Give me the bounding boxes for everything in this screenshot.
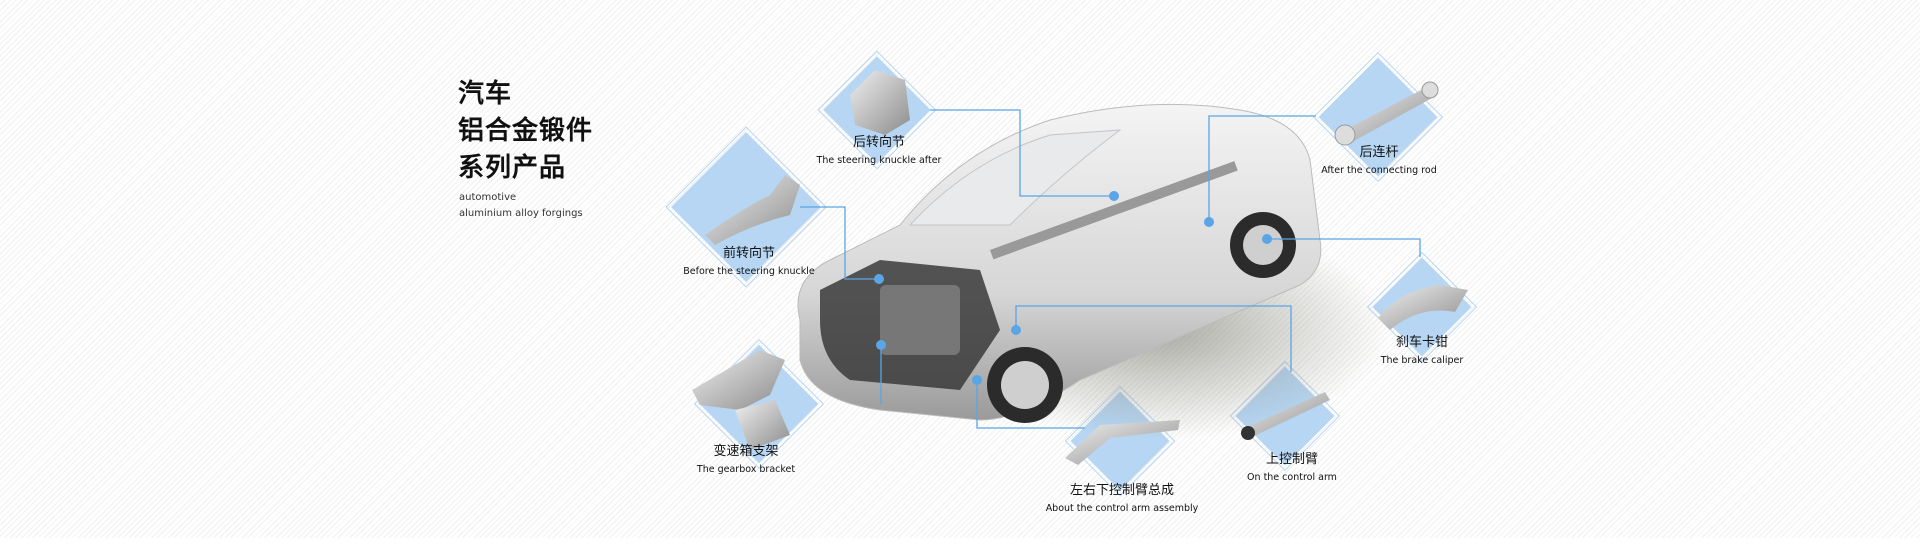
part-name-zh: 后连杆 (1359, 145, 1399, 160)
gearbox-bracket-part (692, 350, 785, 410)
title-line: 铝合金锻件 (458, 116, 594, 146)
part-label-gearbox-bracket[interactable]: 变速箱支架 The gearbox bracket (697, 444, 795, 477)
part-label-rear-connecting-rod[interactable]: 后连杆 After the connecting rod (1321, 145, 1437, 178)
part-name-zh: 前转向节 (722, 246, 775, 261)
part-label-brake-caliper[interactable]: 刹车卡钳 The brake caliper (1381, 335, 1464, 368)
subtitle-line: aluminium alloy forgings (459, 208, 583, 219)
engine-block (880, 285, 960, 355)
connecting-rod-part (1345, 88, 1432, 142)
part-name-en: Before the steering knuckle (683, 266, 815, 277)
page-title: 汽车 铝合金锻件 系列产品 (458, 76, 593, 187)
part-label-control-arm-assembly[interactable]: 左右下控制臂总成 About the control arm assembly (1046, 483, 1199, 516)
part-name-en: The brake caliper (1380, 355, 1464, 366)
part-name-zh: 左右下控制臂总成 (1069, 483, 1174, 498)
rear-knuckle-part (850, 70, 910, 135)
page-subtitle: automotive aluminium alloy forgings (459, 190, 583, 222)
part-name-zh: 后转向节 (852, 135, 906, 150)
part-name-zh: 刹车卡钳 (1395, 335, 1449, 350)
title-line: 汽车 (458, 79, 513, 109)
front-knuckle-part (705, 175, 800, 245)
part-label-rear-steering-knuckle[interactable]: 后转向节 The steering knuckle after (817, 135, 942, 168)
chassis-rail (989, 161, 1238, 260)
upper-control-arm-part (1245, 392, 1330, 438)
part-name-en: The steering knuckle after (816, 155, 942, 166)
brake-caliper-part (1378, 285, 1468, 330)
control-arm-assembly-part (1065, 420, 1180, 465)
part-name-en: The gearbox bracket (696, 464, 796, 475)
part-name-zh: 上控制臂 (1265, 452, 1318, 467)
title-line: 系列产品 (458, 153, 567, 183)
part-name-en: After the connecting rod (1321, 165, 1437, 176)
part-name-en: About the control arm assembly (1045, 503, 1199, 514)
part-label-front-steering-knuckle[interactable]: 前转向节 Before the steering knuckle (683, 246, 814, 279)
connector-dots (874, 191, 1272, 385)
part-name-en: On the control arm (1247, 472, 1337, 483)
part-name-zh: 变速箱支架 (713, 444, 779, 459)
car-windshield (908, 129, 1122, 226)
subtitle-line: automotive (459, 192, 517, 203)
connector-lines (800, 109, 1421, 429)
bottom-strip (0, 538, 1920, 550)
part-label-upper-control-arm[interactable]: 上控制臂 On the control arm (1247, 452, 1337, 485)
